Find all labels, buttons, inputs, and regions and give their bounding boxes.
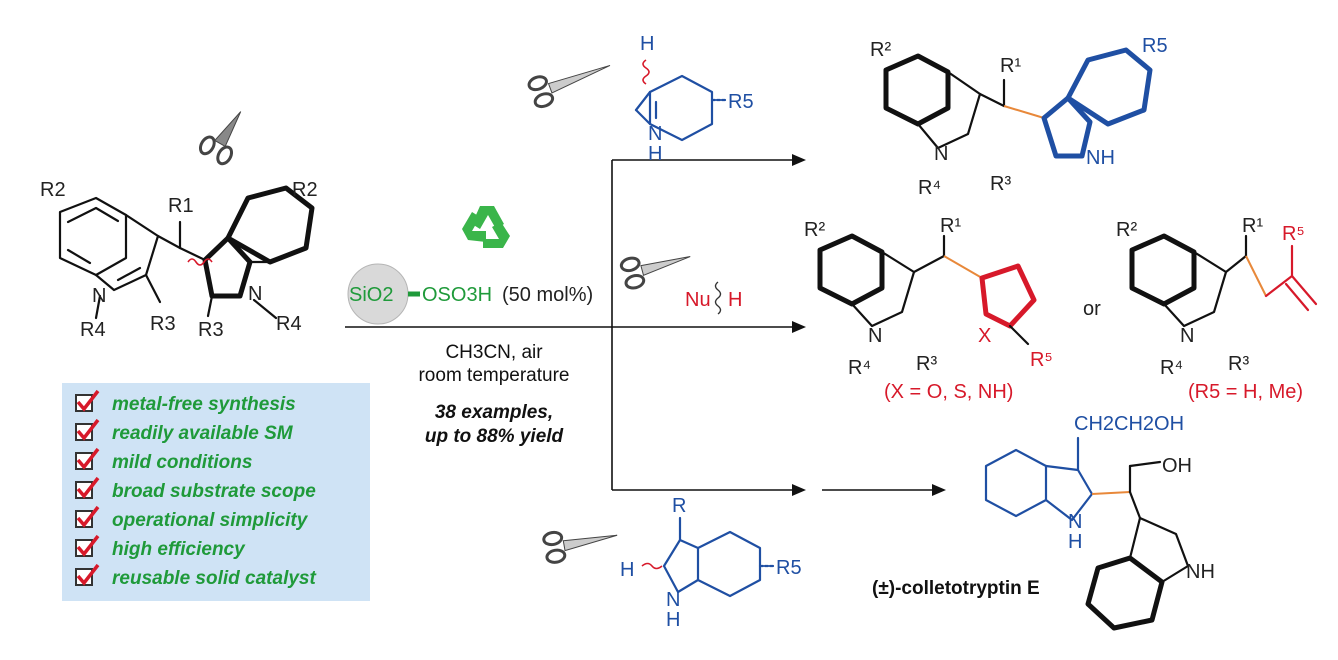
prod-ml-r2: R²: [804, 219, 825, 241]
prod-mr-r4: R⁴: [1160, 357, 1183, 379]
feature-row: readily available SM: [75, 418, 294, 444]
catalyst: SiO2 OSO3H (50 mol%): [347, 263, 593, 325]
feature-label: readily available SM: [112, 423, 294, 444]
conditions-solvent: CH3CN, air: [445, 342, 543, 363]
prod-top-nh: NH: [1086, 147, 1115, 169]
check-mark-icon: [76, 447, 100, 470]
features-background: [62, 383, 370, 601]
reagent-indole-bottom: R H N H R5: [542, 495, 802, 631]
reagent-nu: Nu: [685, 289, 711, 311]
scissors-icon: [619, 256, 691, 290]
check-mark-icon: [76, 418, 100, 441]
sm-r3-left: R3: [150, 313, 176, 335]
prod-ml-r3: R³: [916, 353, 937, 375]
product-middle-right: R² R¹ R⁵ N R⁴ R³ (R5 = H, Me): [1116, 215, 1318, 403]
reagent-top-n: N: [648, 123, 662, 145]
prod-mr-condition: (R5 = H, Me): [1188, 381, 1303, 403]
prod-mr-n: N: [1180, 325, 1194, 347]
feature-label: operational simplicity: [112, 510, 309, 531]
prod-top-r1: R¹: [1000, 55, 1021, 77]
feature-row: broad substrate scope: [75, 476, 316, 502]
natural-product-name: (±)-colletotryptin E: [872, 578, 1040, 599]
feature-row: mild conditions: [75, 447, 252, 473]
sm-right-pyrrole: [202, 235, 253, 299]
check-mark-icon: [76, 476, 100, 499]
np-sub1: CH2CH2OH: [1074, 413, 1184, 435]
prod-ml-condition: (X = O, S, NH): [884, 381, 1013, 403]
check-mark-icon: [76, 505, 100, 528]
prod-mr-r1: R¹: [1242, 215, 1263, 237]
cleavage-mark: [187, 258, 213, 266]
feature-label: metal-free synthesis: [112, 394, 296, 415]
reagent-bottom-r: R: [672, 495, 686, 517]
sm-r3-right: R3: [198, 319, 224, 341]
reagent-nucleophile: Nu H: [619, 256, 742, 315]
prod-ml-n: N: [868, 325, 882, 347]
np-nh: H: [1068, 531, 1082, 553]
np-n: N: [1068, 511, 1082, 533]
natural-product: CH2CH2OH OH N H NH (±)-colletotryptin E: [872, 413, 1215, 631]
arrows: [345, 154, 946, 496]
feature-row: metal-free synthesis: [75, 389, 296, 415]
prod-top-n: N: [934, 143, 948, 165]
prod-mr-r2: R²: [1116, 219, 1137, 241]
catalyst-group: OSO3H: [422, 284, 492, 306]
catalyst-support: SiO2: [349, 284, 393, 306]
reagent-bottom-nh: H: [666, 609, 680, 631]
sm-n-left: N: [92, 285, 106, 307]
sm-r4-left: R4: [80, 319, 106, 341]
np-nh2: NH: [1186, 561, 1215, 583]
conditions: CH3CN, air room temperature 38 examples,…: [418, 342, 569, 447]
reagent-bottom-h: H: [620, 559, 634, 581]
prod-ml-r5: R⁵: [1030, 349, 1053, 371]
feature-row: high efficiency: [75, 534, 246, 560]
prod-top-r4: R⁴: [918, 177, 941, 199]
prod-mr-r5: R⁵: [1282, 223, 1305, 245]
product-top: R² R¹ R5 N R⁴ R³ NH: [870, 35, 1168, 199]
feature-label: reusable solid catalyst: [112, 568, 316, 589]
check-mark-icon: [76, 563, 100, 586]
feature-label: mild conditions: [112, 452, 252, 473]
reagent-bottom-r5: R5: [776, 557, 802, 579]
reagent-top-r5: R5: [728, 91, 754, 113]
conditions-temperature: room temperature: [418, 365, 569, 386]
reagent-indole-top: H N H R5: [527, 33, 754, 165]
prod-ml-r4: R⁴: [848, 357, 871, 379]
feature-label: high efficiency: [112, 539, 246, 560]
sm-left-benzene: [58, 196, 128, 277]
reagent-top-nh: H: [648, 143, 662, 165]
sm-n-right: N: [248, 283, 262, 305]
scissors-icon: [527, 64, 611, 109]
reagent-top-h: H: [640, 33, 654, 55]
reagent-bottom-n: N: [666, 589, 680, 611]
feature-row: operational simplicity: [75, 505, 309, 531]
features-panel: metal-free synthesis readily available SM…: [62, 383, 370, 601]
sm-r2-right: R2: [292, 179, 318, 201]
or-label: or: [1083, 298, 1101, 320]
prod-top-r5: R5: [1142, 35, 1168, 57]
recycle-icon: [462, 206, 510, 248]
check-mark-icon: [76, 534, 100, 557]
prod-top-r2: R²: [870, 39, 891, 61]
sm-r4-right: R4: [276, 313, 302, 335]
check-mark-icon: [76, 389, 100, 412]
prod-top-r3: R³: [990, 173, 1011, 195]
conditions-examples: 38 examples,: [435, 402, 553, 423]
feature-label: broad substrate scope: [112, 481, 316, 502]
prod-ml-r1: R¹: [940, 215, 961, 237]
conditions-yield: up to 88% yield: [425, 426, 564, 447]
sm-r2-left: R2: [40, 179, 66, 201]
reagent-nu-h: H: [728, 289, 742, 311]
catalyst-loading: (50 mol%): [502, 284, 593, 306]
starting-material: R2 R1 R2 N N R4 R3 R3 R4: [40, 111, 318, 341]
prod-ml-x: X: [978, 325, 991, 347]
product-middle-left: R² R¹ N R⁴ R³ X R⁵ (X = O, S, NH): [804, 215, 1053, 403]
prod-mr-r3: R³: [1228, 353, 1249, 375]
scissors-icon: [542, 530, 618, 564]
feature-row: reusable solid catalyst: [75, 563, 316, 589]
np-sub2: OH: [1162, 455, 1192, 477]
sm-r1: R1: [168, 195, 194, 217]
scissors-icon: [198, 111, 242, 166]
